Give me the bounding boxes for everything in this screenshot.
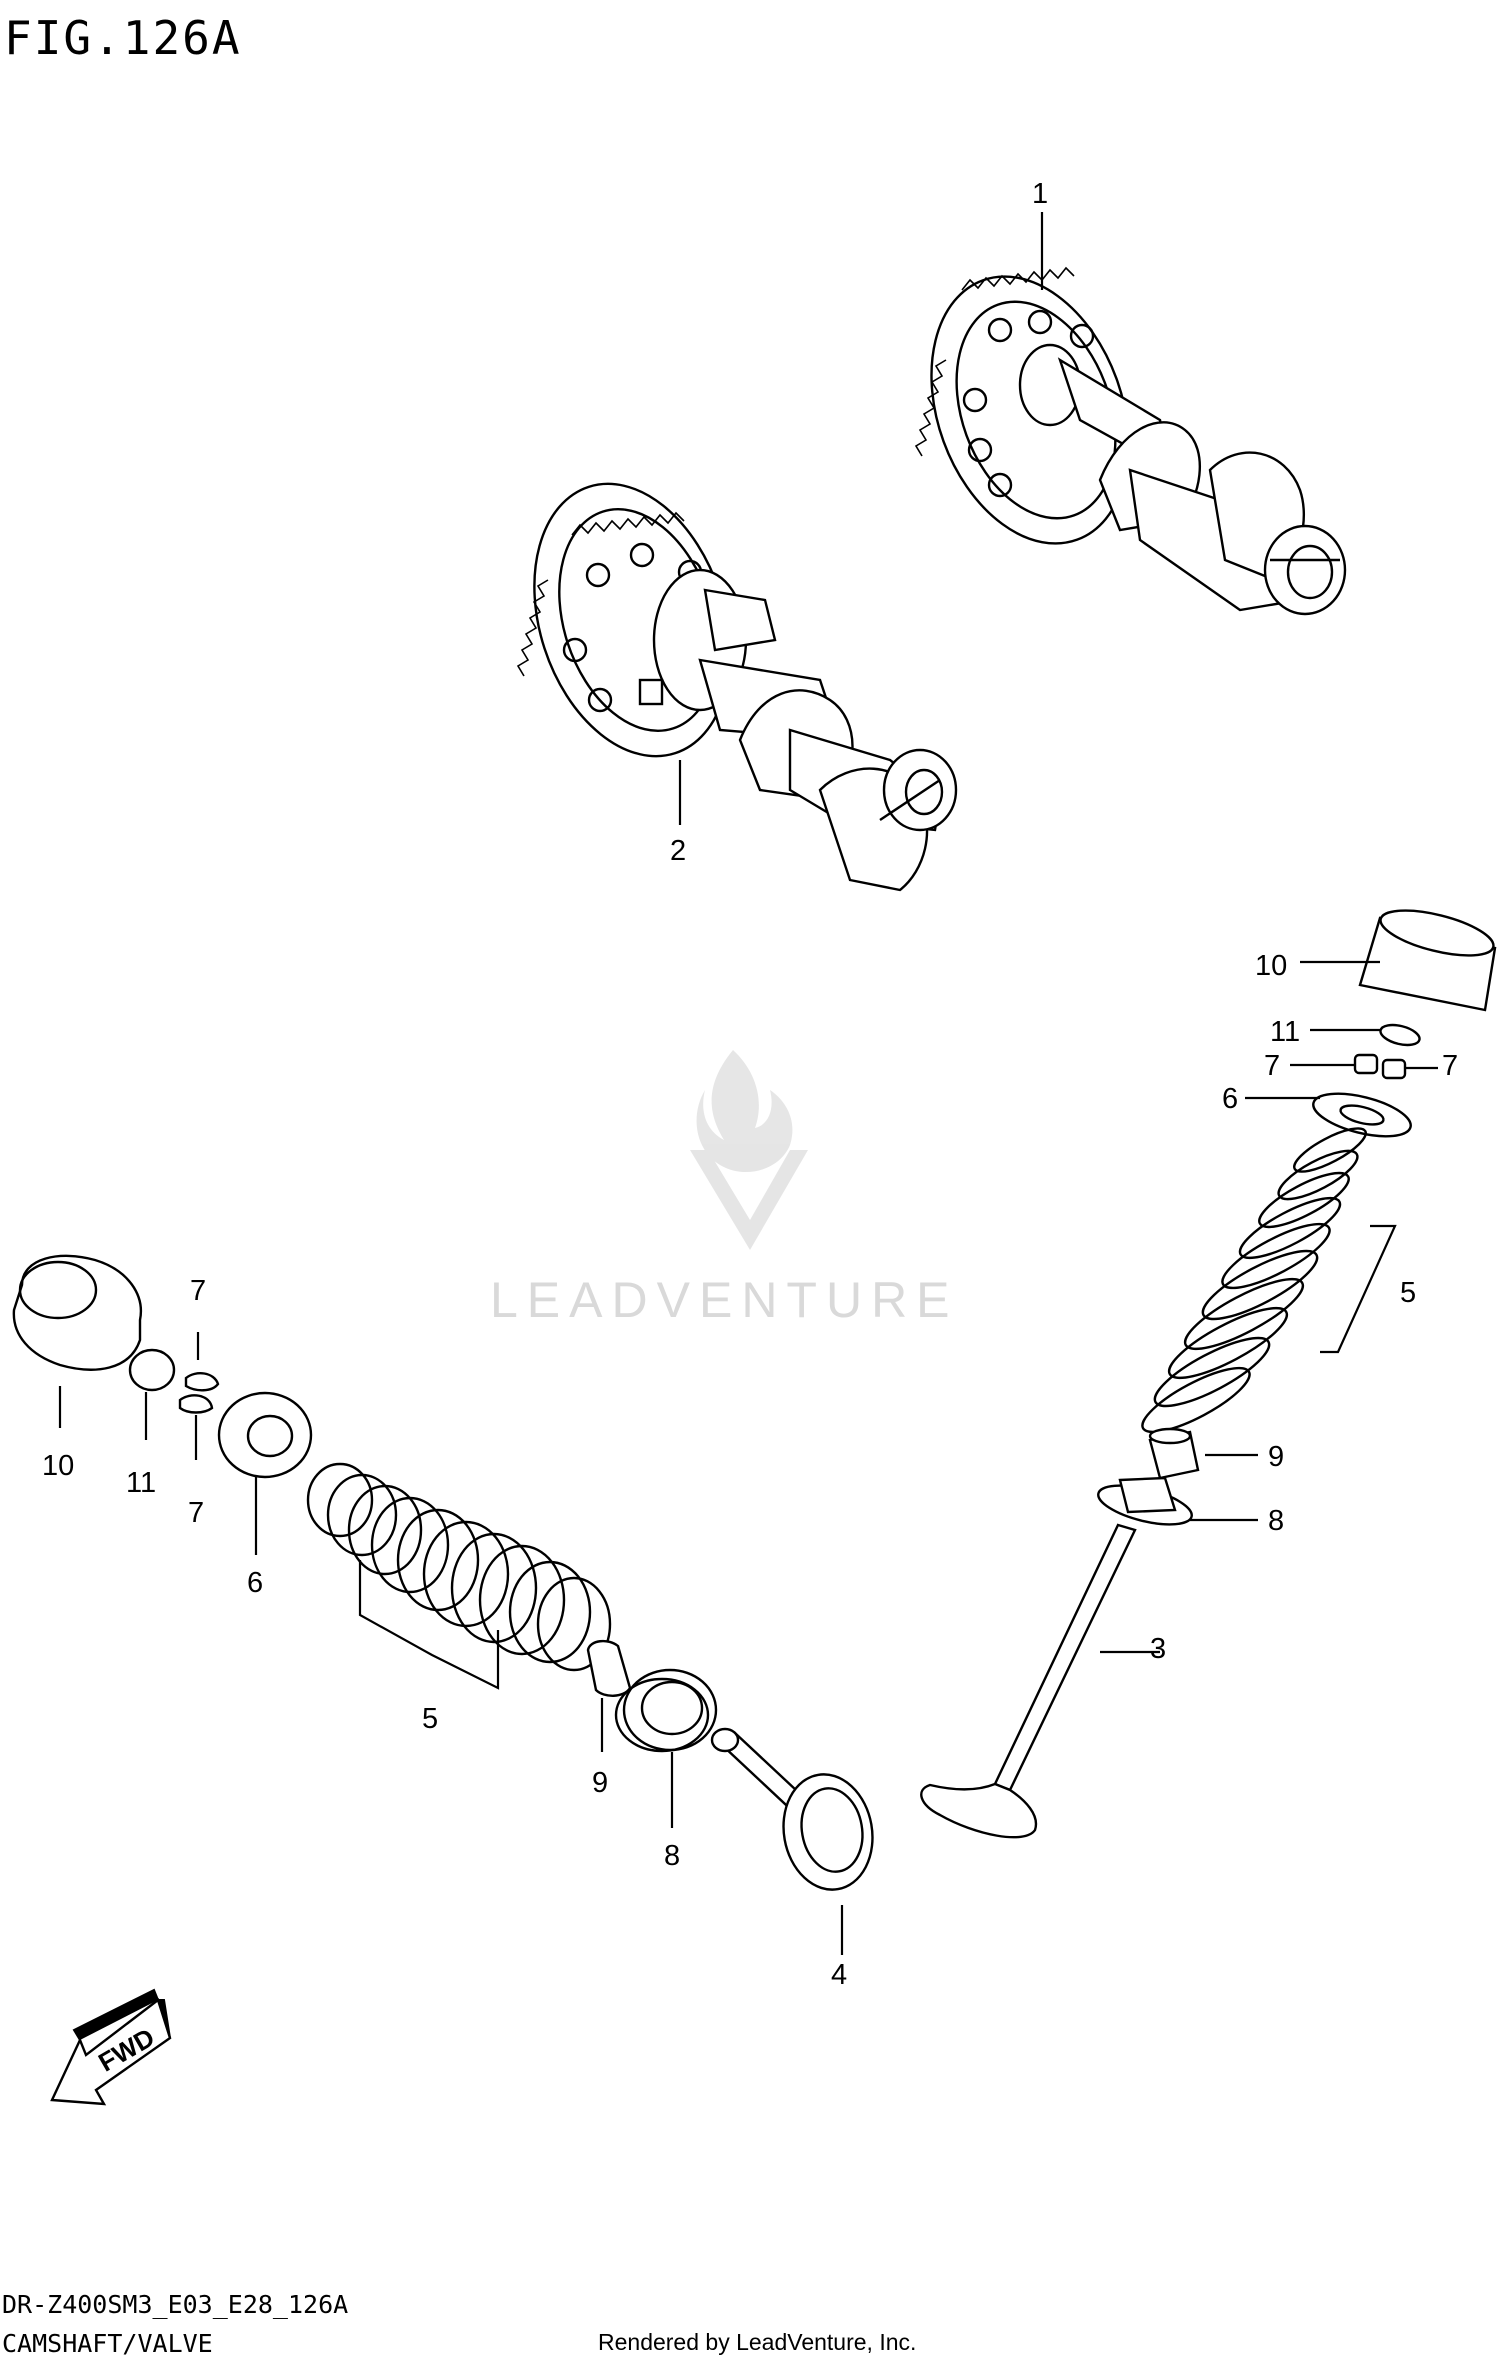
callout-8-right: 8 xyxy=(1268,1505,1284,1537)
cotter-7-left xyxy=(178,1372,220,1414)
retainer-6-left xyxy=(217,1391,313,1479)
watermark-text: LEADVENTURE xyxy=(490,1272,959,1328)
callout-8-left: 8 xyxy=(664,1840,680,1872)
callout-11-right: 11 xyxy=(1270,1016,1300,1048)
cotter-7-right xyxy=(1353,1053,1407,1080)
stem-seal-9-left xyxy=(586,1639,632,1697)
shim-11-right xyxy=(1379,1023,1421,1047)
callout-10-left: 10 xyxy=(42,1450,74,1482)
callout-6-left: 6 xyxy=(247,1567,263,1599)
callout-7-right-a: 7 xyxy=(1264,1050,1280,1082)
callout-10-right: 10 xyxy=(1255,950,1287,982)
callout-5-left: 5 xyxy=(422,1703,438,1735)
callout-2: 2 xyxy=(670,835,686,867)
callout-9-right: 9 xyxy=(1268,1441,1284,1473)
fwd-arrow-icon: FWD xyxy=(50,1988,172,2106)
callout-7-left-b: 7 xyxy=(188,1497,204,1529)
figure-code: DR-Z400SM3_E03_E28_126A xyxy=(2,2290,348,2319)
callout-7-right-b: 7 xyxy=(1442,1050,1458,1082)
retainer-6-right xyxy=(1312,1092,1412,1138)
spring-5-left xyxy=(306,1462,612,1672)
callout-9-left: 9 xyxy=(592,1767,608,1799)
stem-seal-9-right xyxy=(1148,1427,1200,1480)
tappet-10-left xyxy=(12,1254,143,1371)
callout-7-left-a: 7 xyxy=(190,1275,206,1307)
valve-3-exhaust xyxy=(920,1523,1137,1839)
figure-title: FIG.126A xyxy=(4,11,242,65)
spring-seat-8-left xyxy=(614,1668,718,1753)
valve-4-intake xyxy=(710,1727,874,1891)
shim-11-left xyxy=(128,1348,176,1392)
camshaft-1 xyxy=(914,266,1347,616)
callout-11-left: 11 xyxy=(126,1467,156,1499)
callout-3: 3 xyxy=(1150,1633,1166,1665)
callout-5-right: 5 xyxy=(1400,1277,1416,1309)
rendered-by: Rendered by LeadVenture, Inc. xyxy=(598,2329,916,2355)
leader-lines xyxy=(58,212,1438,1955)
callout-6-right: 6 xyxy=(1222,1083,1238,1115)
camshaft-2 xyxy=(516,482,958,892)
callout-1: 1 xyxy=(1032,178,1048,210)
tappet-10-right xyxy=(1358,909,1497,1012)
figure-name: CAMSHAFT/VALVE xyxy=(2,2329,213,2358)
spring-5-right xyxy=(1141,1127,1367,1434)
callout-4: 4 xyxy=(831,1959,847,1991)
leadventure-flame-logo-icon xyxy=(690,1050,808,1250)
spring-seat-8-right xyxy=(1097,1476,1193,1526)
